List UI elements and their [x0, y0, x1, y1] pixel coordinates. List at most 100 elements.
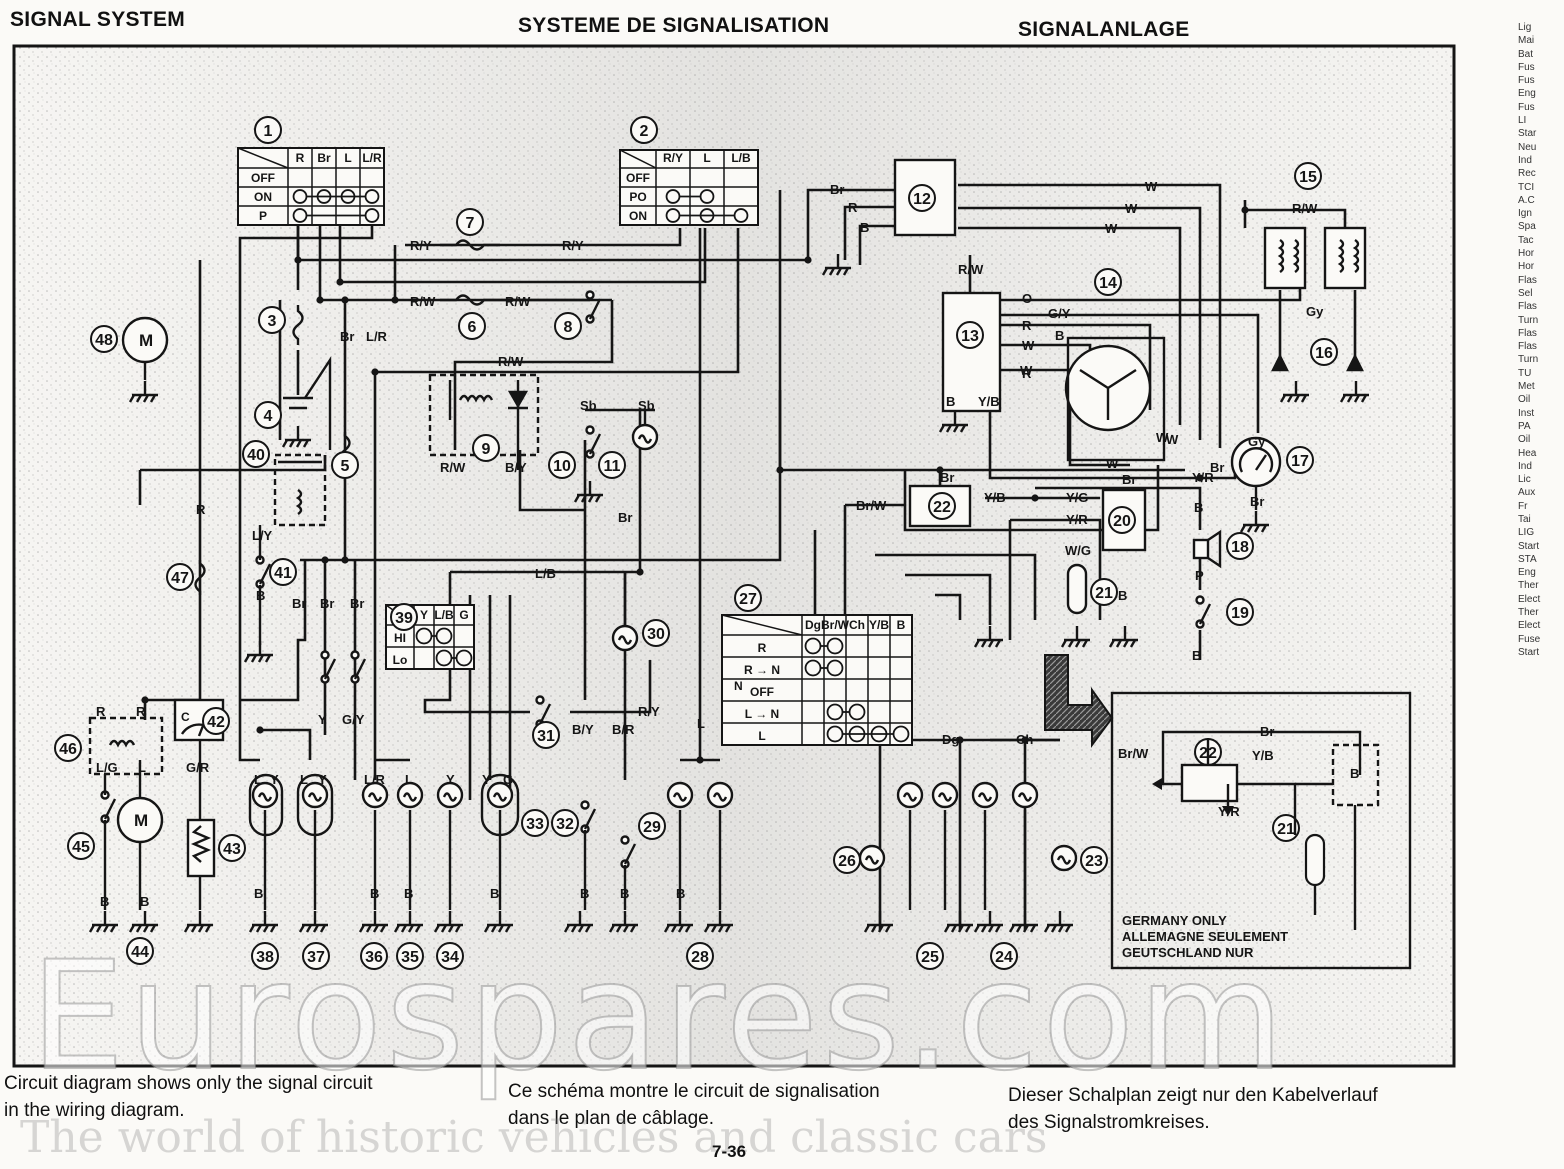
lamp-filament [712, 792, 728, 802]
ground-hatch [1293, 394, 1301, 403]
wire-color-label: B [1350, 766, 1359, 781]
wire-color-label: B [370, 886, 379, 901]
lamp-filament [864, 855, 880, 865]
component-number-28: 28 [686, 942, 714, 970]
component-number-1: 1 [254, 116, 282, 144]
number-label: 41 [274, 565, 292, 582]
table-column-label: G [459, 608, 468, 622]
wire-color-label: B [1194, 500, 1203, 515]
ground-hatch [1057, 924, 1065, 933]
inset-arrow [1222, 806, 1234, 816]
number-label: 32 [556, 816, 574, 833]
number-circle [67, 832, 95, 860]
wire-color-label: Y/G [1066, 490, 1088, 505]
wire-color-label: B [1118, 588, 1127, 603]
junction-dot [1196, 474, 1204, 482]
number-circle [1226, 532, 1254, 560]
number-label: 42 [207, 714, 225, 731]
number-circle [916, 942, 944, 970]
ground-hatch [190, 924, 198, 933]
number-circle [928, 492, 956, 520]
number-label: 47 [171, 570, 189, 587]
number-label: 23 [1085, 853, 1103, 870]
wire-color-label: B [256, 588, 265, 603]
switch-position-contact [848, 703, 866, 721]
ignition-coil [1323, 226, 1367, 290]
legend-strip-entry: Flas [1518, 301, 1537, 313]
legend-strip-entry: Aux [1518, 487, 1536, 499]
component-number-42: 42 [202, 707, 230, 735]
ground-hatch [994, 924, 1002, 933]
number-label: 9 [482, 441, 491, 458]
ground-hatch [365, 924, 373, 933]
ground-hatch [1246, 524, 1254, 533]
ground-hatch [269, 924, 277, 933]
table-diagonal [237, 147, 289, 169]
wire-color-label: R/Y [562, 238, 584, 253]
ground-hatch [594, 494, 602, 503]
component-number-41: 41 [269, 558, 297, 586]
ground-hatch [407, 924, 415, 933]
ground-hatch [142, 924, 150, 933]
legend-strip-entry: PA [1518, 420, 1531, 432]
number-label: 16 [1315, 345, 1333, 362]
lamp-filament [367, 792, 383, 802]
wire-color-label: Br [350, 596, 364, 611]
table-row-label: R → N [744, 663, 780, 677]
wire-color-label: B [404, 886, 413, 901]
wire-color-label: R [196, 502, 206, 517]
number-circle [908, 184, 936, 212]
turn-switch-neutral-group: N [734, 679, 743, 693]
caption-english-line: Circuit diagram shows only the signal ci… [4, 1073, 373, 1094]
wire [300, 470, 782, 562]
wire-color-label: L/Y [252, 528, 273, 543]
tach-scale [1238, 447, 1274, 473]
ground-hatch [1353, 394, 1361, 403]
ground-hatch [964, 924, 972, 933]
wire-color-label: Br [1250, 494, 1264, 509]
switch-position-contact [435, 627, 453, 645]
switch-position-contact [892, 725, 910, 743]
legend-strip-entry: Elect [1518, 593, 1541, 605]
wire-color-label: Y/B [984, 490, 1006, 505]
wire-color-label: L [697, 716, 705, 731]
number-label: 46 [59, 741, 77, 758]
wire-color-label: Y/R [1192, 470, 1214, 485]
switch-position-contact [455, 649, 473, 667]
number-label: 36 [365, 949, 383, 966]
ground-hatch [95, 924, 103, 933]
number-label: 14 [1099, 275, 1117, 292]
wire [238, 205, 374, 762]
ground-hatch [980, 639, 988, 648]
legend-strip-entry: Tai [1518, 513, 1531, 525]
wire-color-label: B [254, 886, 263, 901]
component-number-45: 45 [67, 832, 95, 860]
ground-hatch [821, 267, 829, 276]
wire-color-label: L [138, 760, 146, 775]
component-number-47: 47 [166, 563, 194, 591]
ground-hatch [262, 924, 270, 933]
junction-dot [1241, 206, 1249, 214]
number-circle [202, 707, 230, 735]
component-number-40: 40 [242, 440, 270, 468]
lamp-filament [937, 792, 953, 802]
switch-position-contact [292, 208, 308, 223]
switch-contact [535, 695, 545, 705]
number-circle [1272, 814, 1300, 842]
switch-contact [320, 650, 330, 660]
wire-color-label: Br [830, 182, 844, 197]
component-number-32: 32 [551, 809, 579, 837]
wire-color-label: L [300, 772, 308, 787]
wire-color-label: Sb [638, 398, 655, 413]
wire [143, 260, 202, 720]
wire-color-label: R/W [498, 354, 524, 369]
tach-needle [1255, 454, 1267, 471]
lamp-filament [672, 792, 688, 802]
component-number-9: 9 [472, 434, 500, 462]
ground-hatch [302, 439, 310, 448]
number-circle [456, 208, 484, 236]
wire-color-label: B/Y [505, 460, 527, 475]
